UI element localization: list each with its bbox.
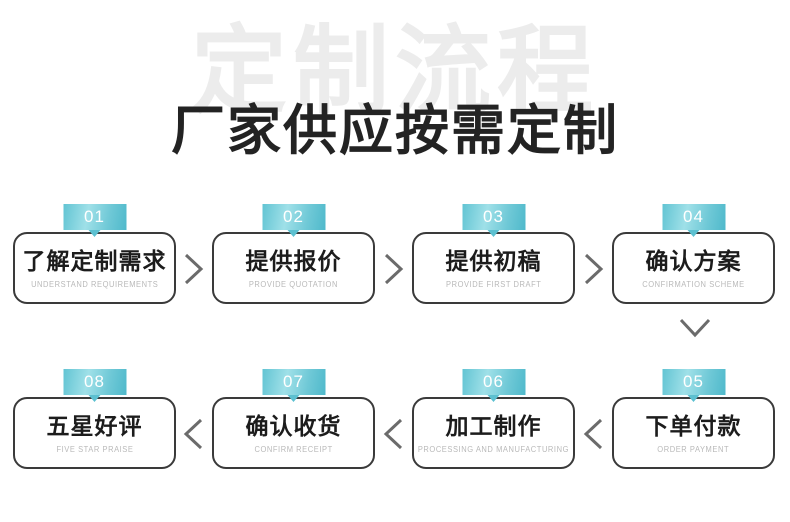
chevron-right-icon: [581, 252, 607, 286]
chevron-left-icon: [181, 417, 207, 451]
step-title-en: PROVIDE QUOTATION: [248, 280, 339, 290]
flow-row-1: 01 了解定制需求 UNDERSTAND REQUIREMENTS 02 提供报…: [0, 190, 790, 355]
step-title-cn: 确认收货: [245, 412, 342, 439]
flow-step[interactable]: 05 下单付款 ORDER PAYMENT: [612, 369, 775, 469]
flow-step[interactable]: 03 提供初稿 PROVIDE FIRST DRAFT: [412, 204, 575, 304]
flow-step[interactable]: 06 加工制作 PROCESSING AND MANUFACTURING: [412, 369, 575, 469]
chevron-left-icon: [381, 417, 407, 451]
step-title-cn: 了解定制需求: [22, 247, 167, 274]
step-number-badge: 01: [63, 204, 126, 230]
flow-step[interactable]: 07 确认收货 CONFIRM RECEIPT: [212, 369, 375, 469]
step-number-badge: 08: [63, 369, 126, 395]
step-title-cn: 确认方案: [645, 247, 742, 274]
page-header: 定制流程 厂家供应按需定制: [0, 0, 790, 190]
chevron-left-icon: [581, 417, 607, 451]
chevron-right-icon: [381, 252, 407, 286]
step-number-badge: 03: [462, 204, 525, 230]
step-title-en: CONFIRMATION SCHEME: [642, 280, 745, 290]
flow-step[interactable]: 08 五星好评 FIVE STAR PRAISE: [13, 369, 176, 469]
chevron-down-icon: [678, 315, 712, 341]
step-title-cn: 加工制作: [445, 412, 542, 439]
step-title-en: UNDERSTAND REQUIREMENTS: [30, 280, 159, 290]
step-number-badge: 04: [662, 204, 725, 230]
step-number-badge: 02: [262, 204, 325, 230]
step-title-cn: 下单付款: [645, 412, 742, 439]
watermark-text: 定制流程: [191, 18, 599, 125]
process-flow: 01 了解定制需求 UNDERSTAND REQUIREMENTS 02 提供报…: [0, 190, 790, 520]
step-number-badge: 05: [662, 369, 725, 395]
step-title-cn: 五星好评: [46, 412, 143, 439]
flow-step[interactable]: 04 确认方案 CONFIRMATION SCHEME: [612, 204, 775, 304]
step-title-en: FIVE STAR PRAISE: [55, 445, 133, 455]
step-title-en: ORDER PAYMENT: [657, 445, 730, 455]
step-number-badge: 06: [462, 369, 525, 395]
step-title-cn: 提供报价: [245, 247, 342, 274]
chevron-right-icon: [181, 252, 207, 286]
step-title-en: PROVIDE FIRST DRAFT: [445, 280, 542, 290]
step-title-cn: 提供初稿: [445, 247, 542, 274]
step-number-badge: 07: [262, 369, 325, 395]
flow-row-2: 08 五星好评 FIVE STAR PRAISE 07 确认收货 CONFIRM…: [0, 355, 790, 520]
flow-step[interactable]: 01 了解定制需求 UNDERSTAND REQUIREMENTS: [13, 204, 176, 304]
page-title: 厂家供应按需定制: [171, 101, 619, 162]
step-title-en: CONFIRM RECEIPT: [254, 445, 333, 455]
step-title-en: PROCESSING AND MANUFACTURING: [417, 445, 570, 455]
flow-step[interactable]: 02 提供报价 PROVIDE QUOTATION: [212, 204, 375, 304]
